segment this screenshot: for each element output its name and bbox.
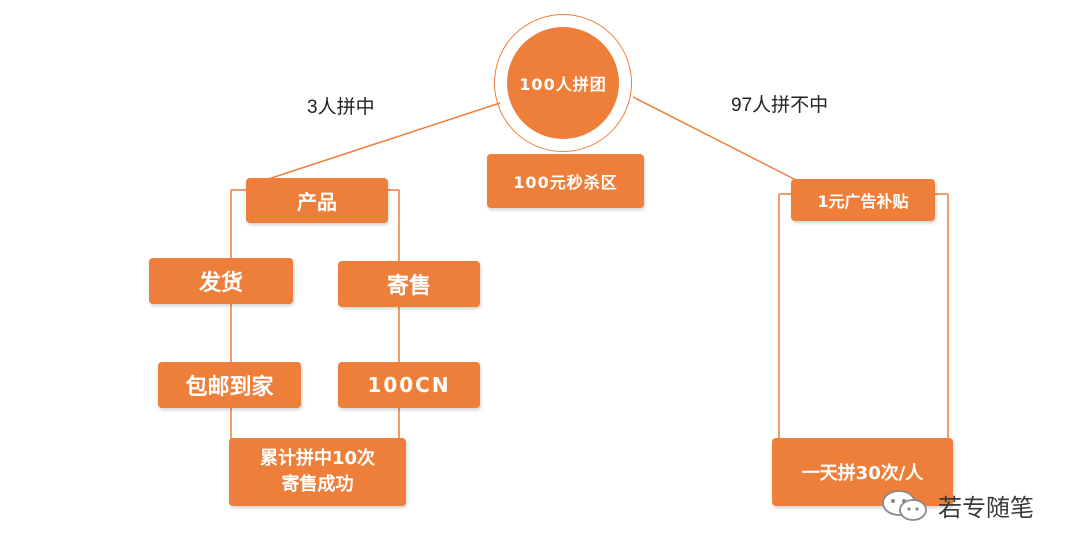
edge-label-left: 3人拼中: [307, 97, 375, 118]
ad-subsidy-node: 1元广告补贴: [791, 179, 935, 221]
ship-node: 发货: [149, 258, 293, 304]
seckill-zone-node: 100元秒杀区: [487, 154, 644, 208]
accumulated-node: 累计拼中10次 寄售成功: [229, 438, 406, 506]
watermark: 若专随笔: [880, 488, 1034, 523]
consign-node: 寄售: [338, 261, 480, 307]
wechat-icon: [882, 489, 927, 521]
accumulated-line-2: 寄售成功: [281, 474, 354, 495]
cn-node: 100CN: [338, 362, 480, 408]
daily-limit-node: 一天拼30次/人: [772, 438, 953, 506]
edge-label-right: 97人拼不中: [731, 95, 829, 116]
root-node: 100人拼团: [507, 27, 619, 139]
watermark-text: 若专随笔: [938, 494, 1034, 522]
product-node: 产品: [246, 178, 388, 223]
connector-root-left: [246, 102, 501, 187]
root-ring: [494, 14, 632, 152]
connector-root-right: [632, 96, 801, 183]
free-shipping-node: 包邮到家: [158, 362, 301, 408]
accumulated-line-1: 累计拼中10次: [259, 448, 376, 469]
